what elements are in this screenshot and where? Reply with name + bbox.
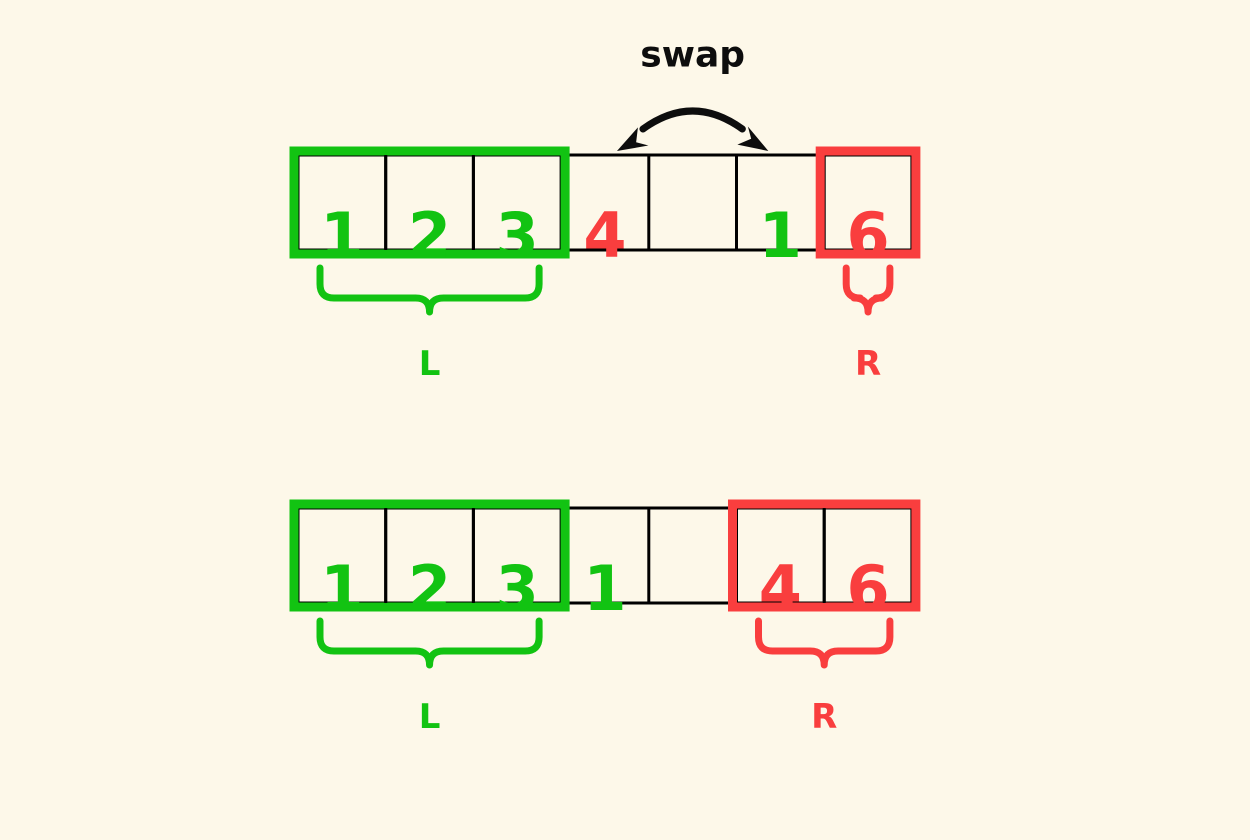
bottom-array-brace-left [316, 617, 543, 669]
bottom-array-left-partition [289, 499, 570, 612]
braces-group [316, 264, 894, 669]
swap-arrow-curve [639, 107, 746, 133]
top-array-left-partition [289, 146, 570, 259]
top-array-brace-left [316, 264, 543, 316]
bottom-array-right-partition [728, 499, 921, 612]
partition-highlights-group [289, 146, 921, 612]
top-array-brace-left-label: L [418, 344, 441, 384]
swap-arrow-head [737, 126, 769, 151]
swap-arrow-head [616, 127, 649, 151]
swap-arrow-group [616, 107, 769, 151]
swap-label: swap [640, 34, 746, 76]
top-array-brace-right-label: R [854, 344, 882, 384]
top-array-brace-right [842, 264, 894, 316]
bottom-array-brace-right-label: R [811, 697, 838, 737]
bottom-array-brace-right [755, 617, 894, 669]
top-array-right-partition [815, 146, 921, 259]
bottom-array-brace-left-label: L [418, 697, 441, 737]
